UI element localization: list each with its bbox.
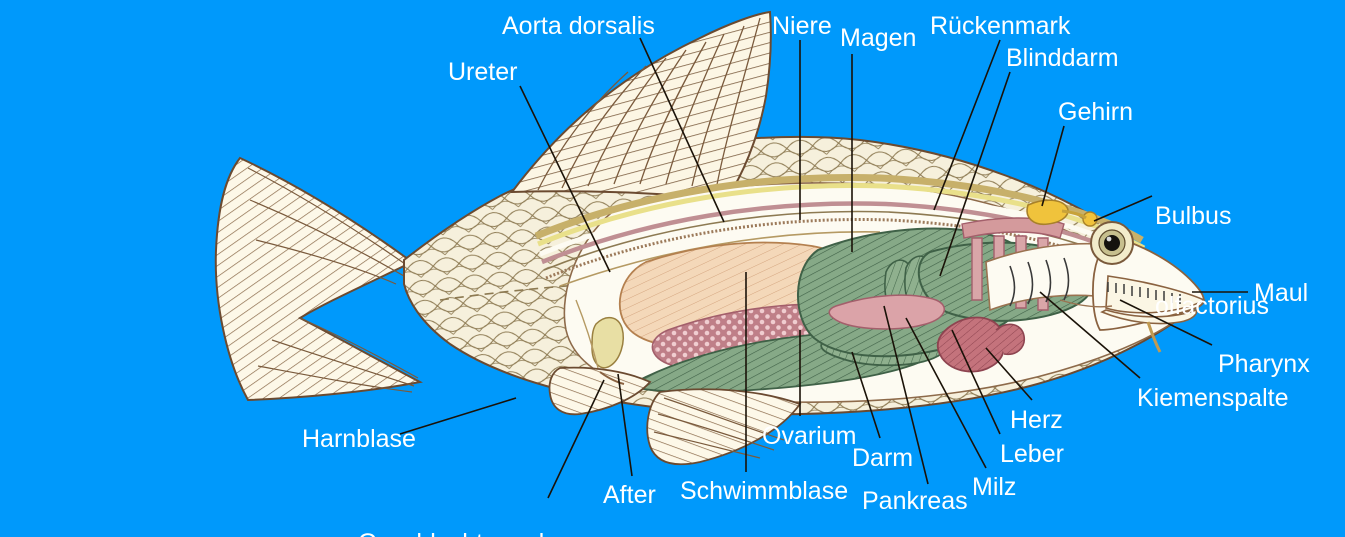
label-bulbus-olfactorius-line1: Bulbus	[1155, 202, 1232, 230]
brain	[1026, 199, 1069, 226]
label-geschlechts-line1: Geschlechts und	[358, 528, 557, 537]
dorsal-fin	[509, 10, 772, 202]
heart	[936, 316, 1026, 373]
leader-leber	[951, 329, 1001, 435]
label-bulbus-olfactorius: Bulbus olfactorius	[1155, 141, 1269, 381]
label-schwimmblase: Schwimmblase	[680, 477, 849, 505]
label-geschlechts-harnleiteroeffnung: Geschlechts und Harnleiteröffnung	[358, 468, 557, 537]
label-gehirn: Gehirn	[1058, 98, 1134, 126]
leader-aorta-dorsalis	[639, 37, 725, 223]
leader-harnblase	[399, 397, 517, 435]
leader-ureter	[519, 85, 611, 273]
urinary-bladder	[591, 316, 624, 369]
label-blinddarm: Blinddarm	[1006, 44, 1119, 72]
label-harnblase: Harnblase	[302, 425, 416, 453]
leader-geschlechts	[547, 379, 605, 499]
label-bulbus-olfactorius-line2: olfactorius	[1155, 292, 1269, 320]
leader-rueckenmark	[933, 39, 1001, 211]
eye	[1090, 221, 1134, 265]
label-rueckenmark: Rückenmark	[930, 12, 1071, 40]
label-magen: Magen	[840, 24, 917, 52]
pharynx-region	[1059, 299, 1113, 308]
leader-after	[617, 373, 633, 477]
label-niere: Niere	[772, 12, 832, 40]
leader-pharynx	[1119, 299, 1213, 346]
label-aorta-dorsalis: Aorta dorsalis	[502, 12, 655, 40]
label-darm: Darm	[852, 444, 914, 472]
ureter-duct	[559, 231, 881, 287]
label-ovarium: Ovarium	[762, 422, 857, 450]
urogenital-region	[575, 299, 625, 385]
leader-blinddarm	[939, 71, 1011, 277]
label-pankreas: Pankreas	[862, 487, 968, 515]
fish-head	[1026, 199, 1206, 353]
leader-milz	[905, 317, 987, 469]
label-herz: Herz	[1010, 406, 1063, 434]
label-leber: Leber	[1000, 440, 1064, 468]
leader-herz	[985, 347, 1033, 401]
label-kiemenspalte: Kiemenspalte	[1137, 384, 1289, 412]
leader-pankreas	[883, 305, 929, 485]
label-ureter: Ureter	[448, 58, 518, 86]
leader-kiemenspalte	[1039, 291, 1141, 379]
leader-gehirn	[1041, 125, 1065, 207]
dorsal-aorta	[541, 201, 1150, 268]
spleen	[828, 294, 946, 330]
jaw-comb	[1107, 282, 1181, 304]
caudal-fin	[214, 156, 423, 402]
label-after: After	[603, 481, 656, 509]
label-maul: Maul	[1254, 279, 1309, 307]
spinal-cord	[537, 183, 1146, 251]
pelvic-fin	[646, 388, 802, 466]
leader-bulbus-olfactorius	[1093, 195, 1153, 222]
anal-fin	[548, 366, 652, 416]
label-milz: Milz	[972, 473, 1017, 501]
label-pharynx: Pharynx	[1218, 350, 1310, 378]
leader-darm	[851, 351, 881, 439]
